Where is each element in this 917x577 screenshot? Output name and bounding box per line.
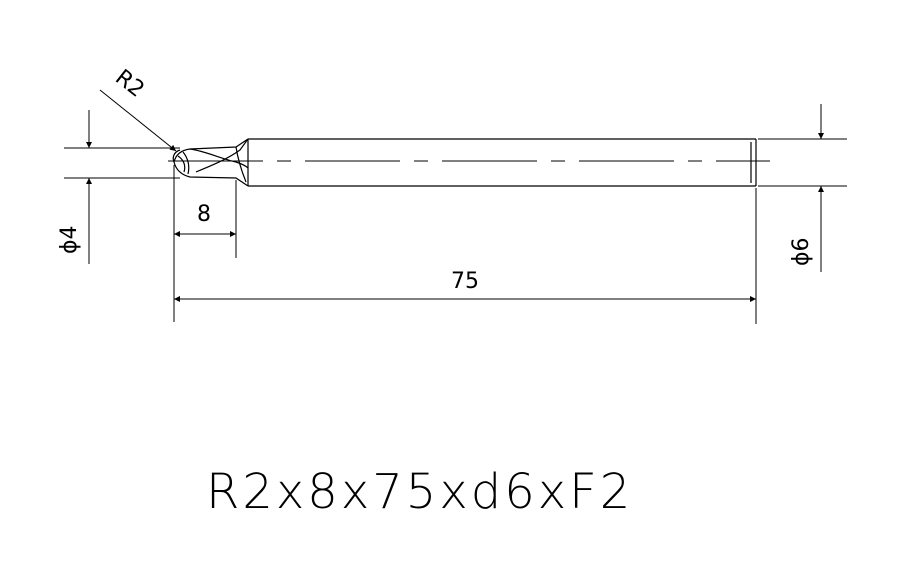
flute-curve-1 [189, 148, 249, 169]
shank-diameter-label: ϕ6 [789, 237, 814, 266]
shank-diameter-dimension [758, 104, 847, 272]
flute-length-dimension [173, 165, 237, 322]
radius-label: R2 [110, 65, 148, 103]
flute-curve-3 [235, 146, 247, 183]
tip-diameter-dimension [64, 110, 180, 264]
radius-leader [99, 89, 177, 152]
tip-diameter-label: ϕ4 [57, 225, 82, 254]
flute-curve-5 [177, 155, 186, 173]
tool-designation: R2x8x75xd6xF2 [206, 464, 633, 520]
tool-cutting-head [172, 138, 249, 187]
flute-length-label: 8 [197, 202, 211, 227]
flute-curve-4 [182, 151, 190, 175]
overall-length-dimension [174, 188, 757, 324]
head-outline-bottom [173, 161, 249, 187]
radius-leader-line [99, 89, 177, 152]
overall-length-label: 75 [451, 269, 479, 294]
tool-shank [247, 138, 757, 187]
